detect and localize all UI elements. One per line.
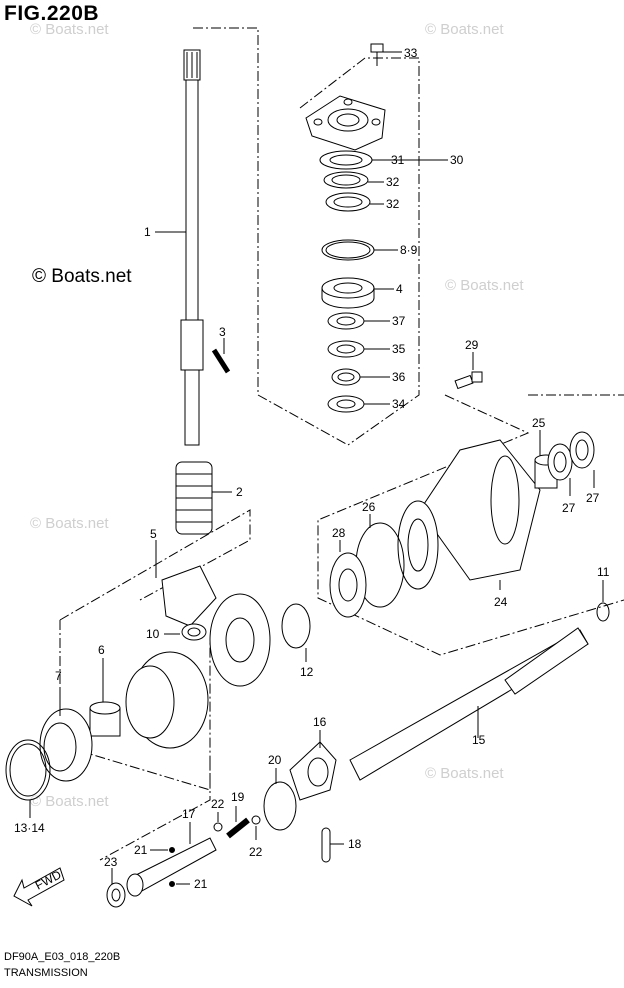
part-34-washer (327, 395, 365, 413)
part-gear-forward (209, 593, 271, 687)
part-18-pin (321, 827, 331, 863)
watermark: © Boats.net (425, 21, 504, 38)
callout-25: 25 (532, 416, 546, 430)
part-5-pinion (161, 565, 217, 627)
callout-15: 15 (472, 733, 486, 747)
callout-26: 26 (362, 500, 376, 514)
part-29-bolt (454, 371, 483, 390)
watermark: © Boats.net (445, 277, 524, 294)
callout-labels: 33 31 30 32 32 1 8·9 4 37 3 35 29 36 34 … (14, 46, 610, 891)
callout-37: 37 (392, 314, 406, 328)
pin-group-boundary (99, 760, 211, 861)
copyright-notice: © Boats.net (32, 266, 132, 287)
part-12-ring (281, 603, 311, 649)
upper-bearing-group-boundary (299, 57, 420, 446)
watermark-group: © Boats.net © Boats.net © Boats.net © Bo… (30, 21, 524, 810)
part-reverse-gear (125, 651, 209, 749)
figure-title: FIG.220B (4, 2, 100, 25)
part-10-washer (181, 623, 207, 641)
figure-caption: TRANSMISSION (4, 967, 88, 979)
part-1-drive-shaft (180, 49, 204, 446)
callout-12: 12 (300, 665, 314, 679)
part-30-bearing-housing (305, 95, 386, 151)
part-21-pin-upper (169, 847, 175, 853)
callout-33: 33 (404, 46, 418, 60)
watermark: © Boats.net (425, 765, 504, 782)
part-22-ball-upper (213, 822, 223, 832)
part-20-ring (263, 781, 297, 831)
part-27-seal-a (547, 443, 573, 481)
part-7-bearing (39, 708, 93, 782)
callout-10: 10 (146, 627, 160, 641)
callout-22: 22 (249, 845, 263, 859)
callout-6: 6 (98, 643, 105, 657)
part-3-pin (211, 348, 231, 374)
part-28-bearing (329, 552, 367, 618)
callout-23: 23 (104, 855, 118, 869)
callout-8-9: 8·9 (400, 243, 418, 257)
callout-34: 34 (392, 397, 406, 411)
callout-4: 4 (396, 282, 403, 296)
part-22-ball-lower (251, 815, 261, 825)
part-16-clutch (289, 741, 337, 801)
callout-21: 21 (194, 877, 208, 891)
part-4-bearing (321, 277, 375, 309)
callout-2: 2 (236, 485, 243, 499)
callout-17: 17 (182, 807, 196, 821)
callout-32: 32 (386, 197, 400, 211)
callout-5: 5 (150, 527, 157, 541)
callout-1: 1 (144, 225, 151, 239)
part-8-9-shim (321, 239, 375, 261)
callout-7: 7 (55, 669, 62, 683)
watermark: © Boats.net (30, 21, 109, 38)
callout-19: 19 (231, 790, 245, 804)
part-2-spring (175, 461, 213, 535)
callout-32: 32 (386, 175, 400, 189)
callout-16: 16 (313, 715, 327, 729)
forward-direction-arrow: FWD (13, 867, 65, 907)
part-13-14-ring (5, 739, 51, 801)
part-32-bearing-upper (323, 171, 369, 189)
part-36-spring-washer (331, 368, 361, 386)
part-33-bolt (370, 43, 402, 66)
part-27-seal-b (569, 431, 595, 469)
callout-20: 20 (268, 753, 282, 767)
part-35-washer (327, 340, 365, 358)
propeller-housing-group-boundary (317, 394, 624, 656)
part-37-washer (327, 312, 365, 330)
watermark: © Boats.net (30, 515, 109, 532)
callout-11: 11 (597, 565, 610, 579)
part-23-washer (106, 882, 126, 908)
part-19-spring (226, 817, 250, 839)
part-6-bearing (89, 701, 121, 737)
part-17-shift-pin (126, 837, 217, 897)
callout-30: 30 (450, 153, 464, 167)
callout-27: 27 (562, 501, 576, 515)
callout-13-14: 13·14 (14, 821, 45, 835)
figure-code: DF90A_E03_018_220B (4, 951, 121, 963)
callout-36: 36 (392, 370, 406, 384)
part-31-seal (319, 150, 373, 170)
watermark: © Boats.net (30, 793, 109, 810)
callout-21: 21 (134, 843, 148, 857)
callout-24: 24 (494, 595, 508, 609)
shaft-group-boundary (193, 27, 349, 446)
callout-18: 18 (348, 837, 362, 851)
part-24-housing (397, 439, 541, 590)
part-32-bearing-lower (325, 192, 371, 212)
callout-31: 31 (391, 153, 405, 167)
gear-group-boundary (59, 620, 211, 791)
part-15-propeller-shaft (349, 627, 589, 781)
callout-29: 29 (465, 338, 479, 352)
callout-27: 27 (586, 491, 600, 505)
part-21-pin-lower (169, 881, 175, 887)
callout-3: 3 (219, 325, 226, 339)
callout-22: 22 (211, 797, 225, 811)
part-11-ring (596, 602, 610, 622)
callout-35: 35 (392, 342, 406, 356)
callout-28: 28 (332, 526, 346, 540)
